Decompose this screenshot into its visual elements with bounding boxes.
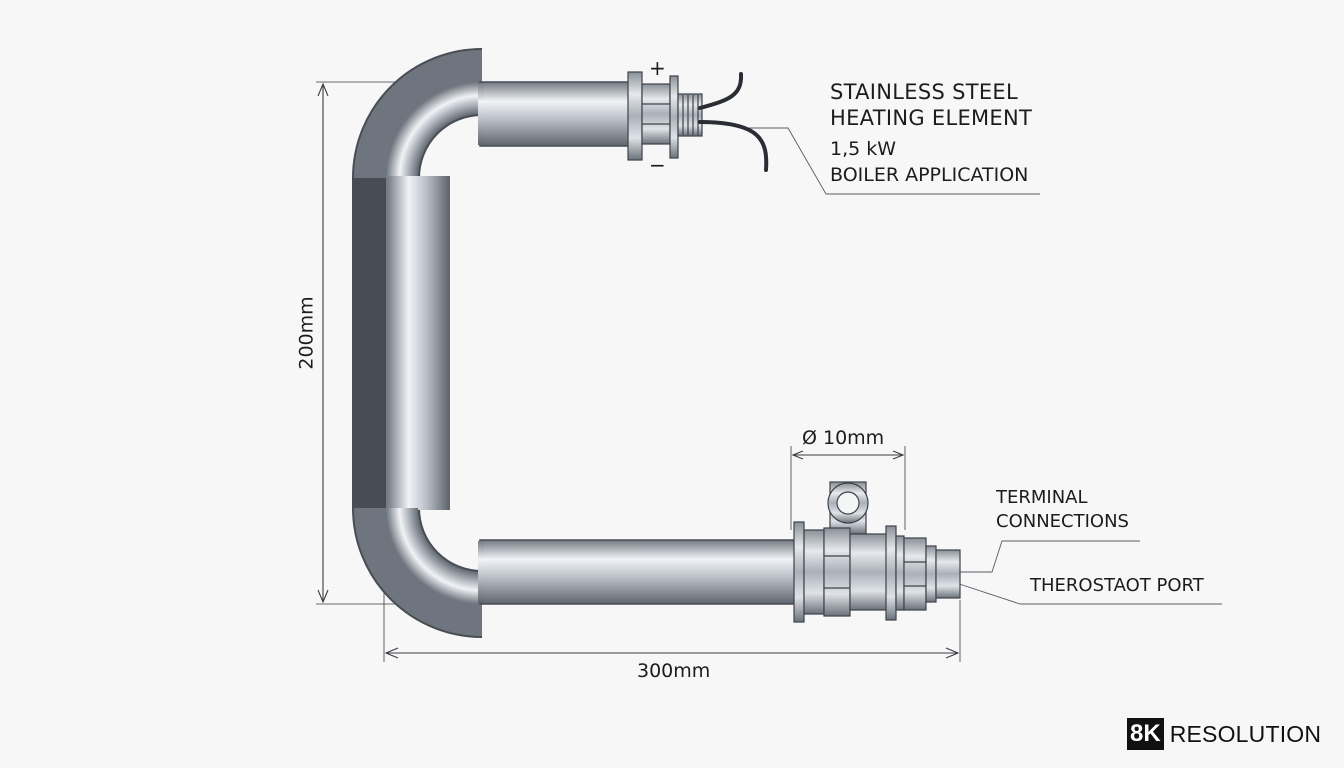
thermostat-port-label: THEROSTAOT PORT	[1030, 575, 1204, 596]
title-line-2: HEATING ELEMENT	[830, 106, 1033, 130]
resolution-badge: 8K RESOLUTION	[1127, 718, 1321, 750]
width-dimension-label: 300mm	[637, 660, 711, 682]
heating-tube	[352, 48, 801, 638]
power-cables	[698, 72, 769, 172]
bottom-terminal-fitting	[793, 481, 961, 623]
top-terminal-fitting	[627, 71, 703, 161]
terminal-label-line-1: TERMINAL	[996, 487, 1088, 508]
badge-text: RESOLUTION	[1169, 720, 1322, 747]
application-label: BOILER APPLICATION	[830, 164, 1029, 186]
polarity-marks: + −	[649, 56, 666, 177]
title-line-1: STAINLESS STEEL	[830, 80, 1018, 104]
diameter-label: Ø 10mm	[802, 427, 885, 449]
plus-mark: +	[649, 56, 666, 80]
height-dimension-label: 200mm	[295, 296, 318, 370]
minus-mark: −	[649, 153, 666, 177]
power-rating: 1,5 kW	[830, 138, 897, 160]
leader-lines	[745, 127, 1222, 605]
badge-mark: 8K	[1127, 718, 1164, 750]
terminal-label-line-2: CONNECTIONS	[996, 511, 1129, 532]
